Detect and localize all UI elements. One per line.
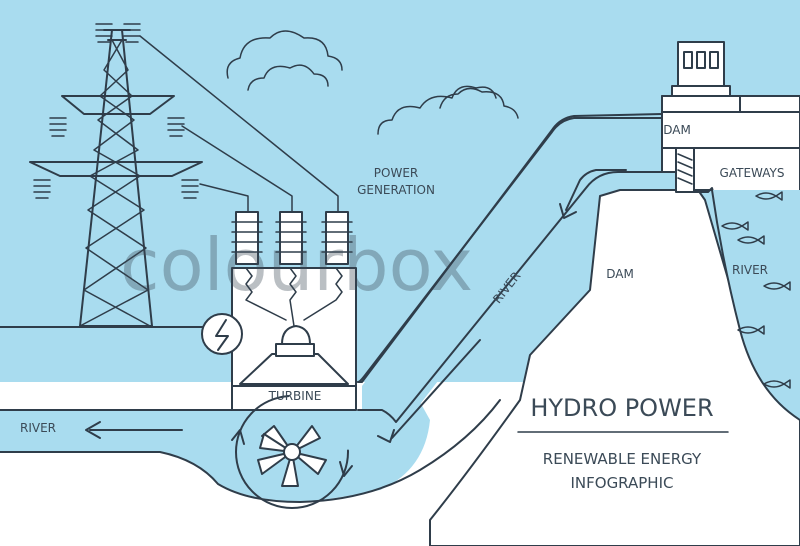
flow-arrow-icon [559,169,627,219]
insulator-icon [321,211,353,265]
label-dam-body: DAM [606,267,634,281]
lightning-icon [201,313,243,355]
cloud-icon [377,85,519,135]
flow-arrow-icon [377,339,481,443]
label-river-right: RIVER [732,263,768,277]
label-gateways: GATEWAYS [720,166,785,180]
fish-icon [763,379,791,389]
label-generation: GENERATION [357,183,435,197]
fish-icon [721,221,749,231]
dam-tower [661,41,741,113]
insulator-icon [275,211,307,265]
cloud-icon [226,30,343,91]
label-power: POWER [374,166,418,180]
label-turbine: TURBINE [268,389,322,403]
page-title: HYDRO POWER [530,394,713,422]
fish-icon [755,191,783,201]
label-river-left: RIVER [20,421,56,435]
turbine-house [231,267,357,411]
watermark: colourbox [120,223,473,307]
label-dam-top: DAM [663,123,691,137]
fish-icon [737,325,765,335]
subtitle-line1: RENEWABLE ENERGY [543,450,702,468]
transmission-tower [29,23,203,327]
fish-icon [737,235,765,245]
insulator-icon [231,211,263,265]
turbine-wheel-icon [231,395,353,509]
subtitle-line2: INFOGRAPHIC [570,474,673,492]
fish-icon [763,281,791,291]
flow-arrow-icon [85,421,183,439]
gateways-column [675,147,695,193]
